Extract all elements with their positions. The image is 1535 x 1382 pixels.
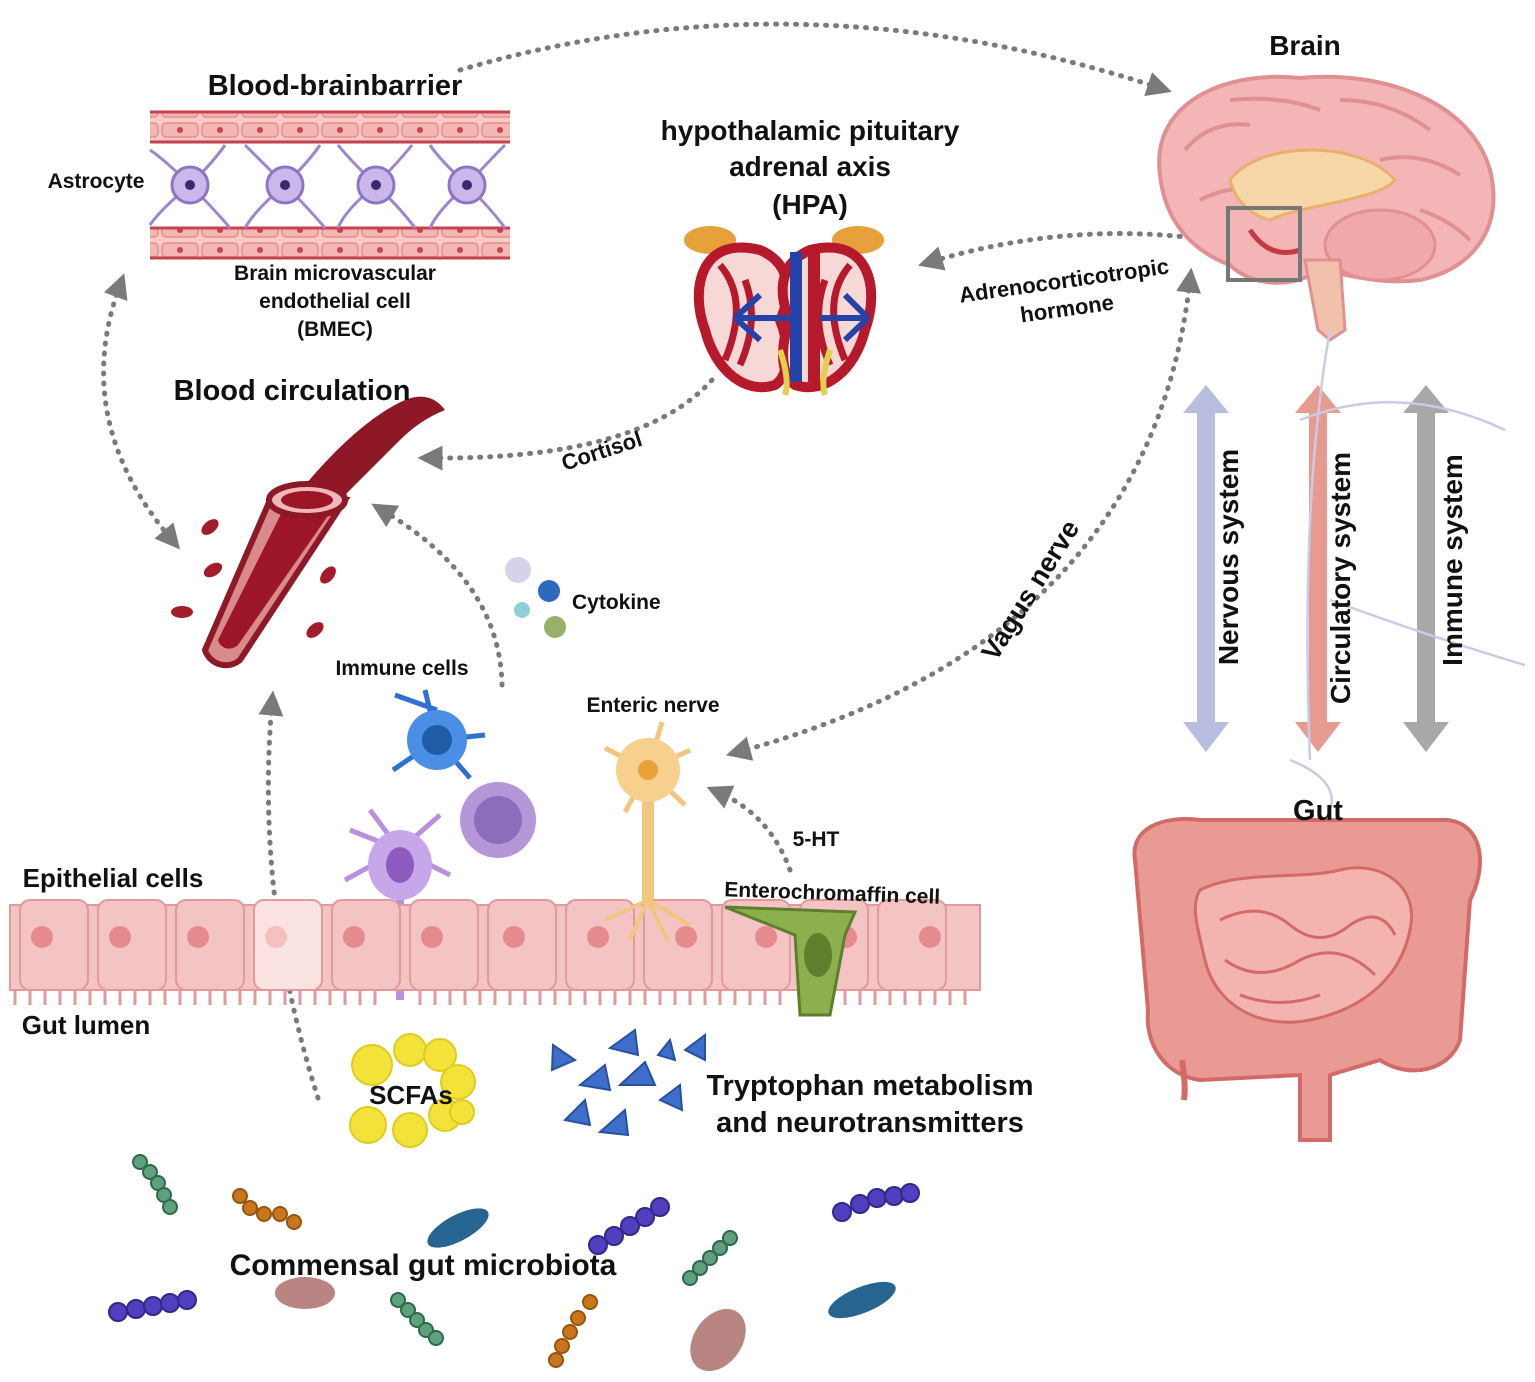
microvilli [13,990,967,1005]
hpa-label-line3: (HPA) [772,189,848,220]
tryptophan-triangles [550,1028,706,1137]
system-arrows [1183,329,1526,811]
hpa-label-line1: hypothalamic pituitary [661,115,960,146]
blood-circulation-label: Blood circulation [174,375,411,407]
nervous-system-label: Nervous system [1213,449,1244,665]
arrow-bbb-to-brain [457,21,1172,96]
blood-brain-barrier-illustration [148,110,510,260]
arrow-brain-to-hpa [918,231,1213,271]
bmec-label-line1: Brain microvascular [234,262,436,285]
scfa-particles [349,1033,476,1148]
epithelial-layer [9,899,981,1005]
cortisol-label: Cortisol [558,426,645,475]
bmec-label-line3: (BMEC) [297,318,373,341]
orange-chain-bacteria [232,1188,598,1368]
cytokine-label: Cytokine [572,591,661,614]
epithelial-cells-label: Epithelial cells [23,863,204,893]
five-ht-label: 5-HT [793,828,840,851]
rod-bacteria [275,1208,896,1372]
scfas-label: SCFAs [369,1080,453,1110]
circulatory-system-label: Circulatory system [1325,452,1356,704]
brain-illustration [1157,74,1496,342]
circulatory-system-arrow [1295,385,1341,752]
enterochromaffin-cell [724,905,858,1017]
enteric-nerve-label: Enteric nerve [586,694,719,717]
vagus-nerve-label: Vagus nerve [975,515,1085,666]
purple-lymphocyte [460,782,536,858]
arrow-immune-to-blood [371,503,505,688]
cerebellum [1323,208,1437,282]
nerve-fibers [1289,329,1526,811]
cytokine-particles [505,557,566,638]
blue-dendritic-cell [391,689,486,780]
astrocyte-label: Astrocyte [48,170,145,193]
microbiota-label: Commensal gut microbiota [230,1249,617,1282]
enteric-neuron [603,721,692,943]
red-blood-cells [171,519,336,638]
purple-chain-bacteria [108,1183,920,1322]
arrow-hpa-to-blood [417,377,715,471]
arrow-5ht-to-enteric [706,785,793,873]
arrow-vagus-nerve [725,267,1202,761]
tryptophan-label-line2: and neurotransmitters [716,1107,1024,1139]
blood-vessel-illustration [171,396,445,669]
bbb-label: Blood-brainbarrier [208,70,463,102]
kidney-adrenal-illustration [684,226,884,396]
bbb-top-vessel-wall [150,112,510,142]
bmec-label-line2: endothelial cell [259,290,411,313]
arrow-bbb-blood-bidirectional [101,273,181,550]
nervous-system-arrow [1183,385,1229,752]
brain-label: Brain [1269,30,1341,61]
gut-lumen-label: Gut lumen [22,1010,151,1040]
immune-system-label: Immune system [1437,454,1468,666]
tryptophan-label-line1: Tryptophan metabolism [706,1070,1033,1102]
green-chain-bacteria [132,1154,738,1346]
astrocyte-cells [170,165,487,205]
bbb-bottom-vessel-wall [150,228,510,258]
hypothalamus-highlight-box [1226,206,1302,282]
gut-microbiota-illustration [108,1154,920,1372]
hpa-label-line2: adrenal axis [729,151,891,182]
intestine-illustration [1132,817,1482,1142]
gut-label: Gut [1293,795,1343,827]
immune-cells-label: Immune cells [335,657,468,680]
